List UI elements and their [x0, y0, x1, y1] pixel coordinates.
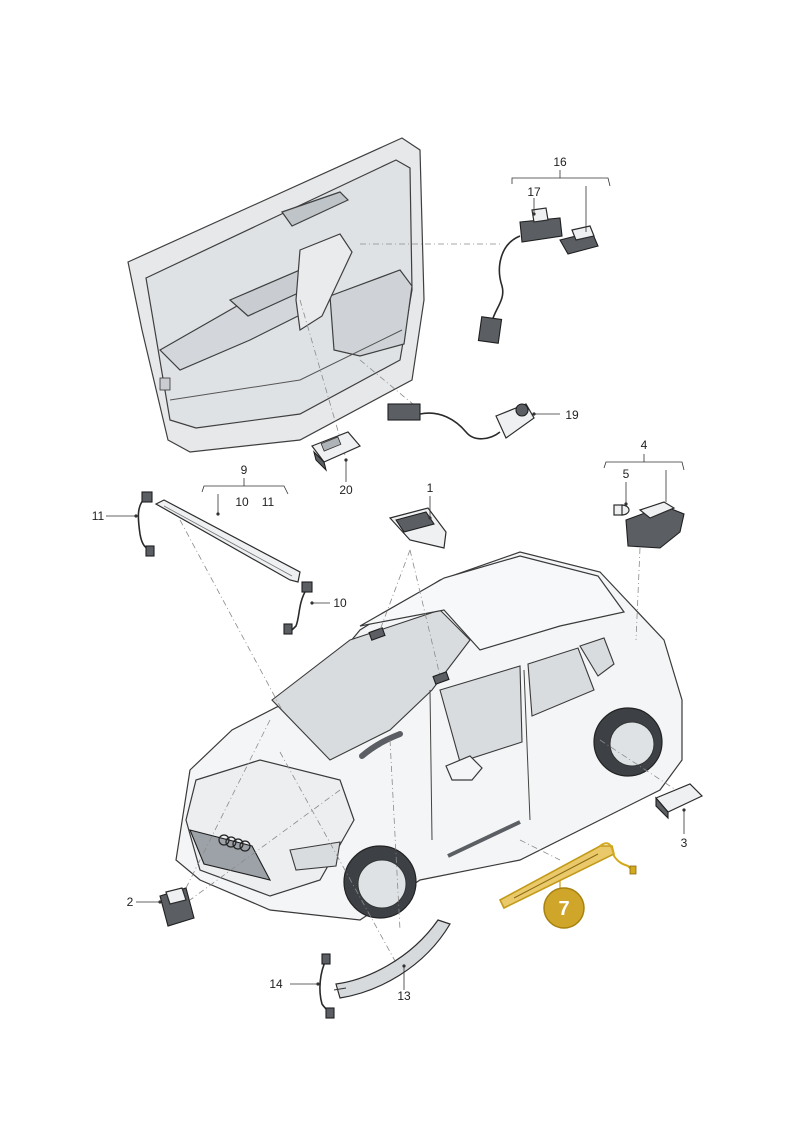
callout-20: 20 — [339, 483, 353, 497]
front-wheel — [343, 845, 417, 919]
part-4-lamp-housing — [625, 501, 685, 549]
sill-trim — [447, 820, 521, 858]
part-20-lamp — [311, 431, 361, 472]
roof-lamp-rear — [432, 671, 450, 685]
audi-rings-logo — [218, 834, 251, 852]
callout-7: 7 — [558, 898, 569, 920]
car-body — [175, 551, 683, 921]
part-16-cover — [559, 225, 599, 255]
callout-11: 11 — [92, 509, 105, 523]
callout-17: 17 — [527, 185, 541, 199]
part-19-lamp-with-cable — [387, 403, 535, 440]
callout-4: 4 — [641, 438, 648, 452]
part-13-trim-strip — [335, 919, 451, 999]
part-9-light-strip — [154, 499, 301, 583]
part-7-sill-light-strip — [498, 842, 637, 910]
callout-9-10: 10 — [235, 495, 249, 509]
callout-13: 13 — [397, 989, 411, 1003]
callout-19: 19 — [565, 408, 579, 422]
part-11-cable — [137, 491, 155, 557]
part-14-cable — [319, 953, 347, 1019]
door-trim-panel — [127, 137, 425, 453]
dash-light-strip — [359, 731, 403, 759]
part-5-bulb — [613, 504, 630, 516]
part-3-lamp — [655, 783, 704, 820]
callout-16: 16 — [553, 155, 567, 169]
callout-10: 10 — [333, 596, 347, 610]
rear-wheel — [593, 707, 663, 777]
part-1-interior-lamp — [388, 507, 447, 549]
callout-3: 3 — [681, 836, 688, 850]
callout-9: 9 — [241, 463, 248, 477]
roof-lamp-front — [368, 627, 386, 641]
callout-7-badge[interactable]: 7 — [543, 887, 585, 929]
callout-14: 14 — [269, 977, 283, 991]
callout-2: 2 — [127, 895, 134, 909]
callout-9-11: 11 — [262, 495, 275, 509]
mirror — [445, 755, 483, 781]
leader-lines — [106, 170, 686, 990]
part-2-switch — [159, 887, 195, 927]
callout-5: 5 — [623, 467, 630, 481]
part-10-cable — [283, 581, 313, 635]
callout-1: 1 — [427, 481, 434, 495]
part-17-switch-with-cable — [477, 207, 563, 344]
